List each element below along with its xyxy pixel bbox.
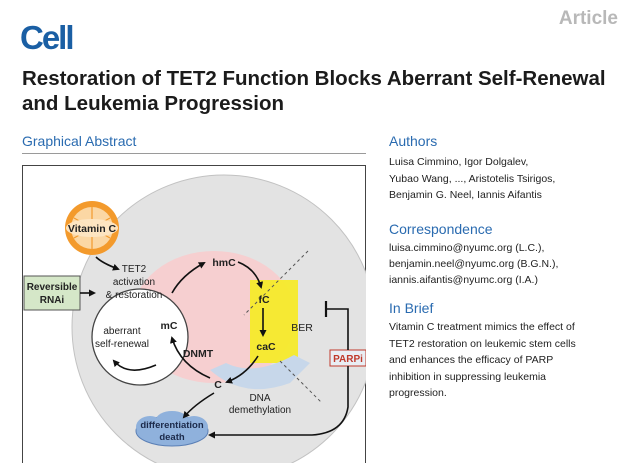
in-brief-line: progression. [389, 387, 447, 399]
section-divider [22, 153, 366, 154]
mc-label: mC [161, 320, 178, 332]
dnmt-label: DNMT [183, 348, 214, 360]
journal-logo: Cell [20, 19, 75, 56]
correspondence-list: luisa.cimmino@nyumc.org (L.C.), benjamin… [389, 240, 629, 288]
parpi-to-differentiation-arrow [208, 366, 349, 439]
c-label: C [214, 379, 222, 391]
author-line: Benjamin G. Neel, Iannis Aifantis [389, 189, 542, 201]
dashed-divider [279, 360, 323, 404]
reversible-rnai-label: RNAi [40, 295, 65, 306]
reversible-rnai-label: Reversible [27, 282, 78, 293]
vitamin-c-arrow [95, 256, 120, 271]
in-brief-line: Vitamin C treatment mimics the effect of [389, 321, 575, 333]
ber-label: BER [291, 322, 313, 334]
dna-demethylation-label: demethylation [229, 405, 291, 416]
cac-to-c-arrow [225, 355, 259, 384]
tet2-label: TET2 [122, 264, 147, 275]
c-to-differentiation-arrow [182, 392, 215, 419]
cac-label: caC [256, 341, 276, 353]
author-line: Yubao Wang, ..., Aristotelis Tsirigos, [389, 172, 556, 185]
hmc-label: hmC [212, 257, 236, 269]
hmc-to-fc-arrow [237, 261, 264, 289]
authors-list: Luisa Cimmino, Igor Dolgalev, Yubao Wang… [389, 154, 629, 204]
paper-title: Restoration of TET2 Function Blocks Aber… [22, 67, 606, 115]
in-brief-line: inhibition in suppressing leukemia [389, 370, 547, 383]
authors-heading: Authors [389, 133, 438, 149]
in-brief-heading: In Brief [389, 300, 434, 316]
dna-demethylation-label: DNA [249, 393, 270, 404]
correspondence-email[interactable]: benjamin.neel@nyumc.org (B.G.N.), [389, 258, 559, 270]
oxidation-band [250, 280, 298, 363]
tet2-to-hmc-arrow [171, 262, 206, 294]
correspondence-email[interactable]: iannis.aifantis@nyumc.org (I.A.) [389, 274, 538, 286]
differentiation-cloud [135, 411, 209, 447]
correspondence-heading: Correspondence [389, 221, 493, 237]
aberrant-label: aberrant [103, 326, 140, 337]
correspondence-email[interactable]: luisa.cimmino@nyumc.org (L.C.), [389, 242, 545, 254]
tet2-label: activation [113, 277, 155, 288]
self-renewal-loop-arrow [112, 359, 157, 371]
author-line: Luisa Cimmino, Igor Dolgalev, [389, 156, 529, 168]
article-type-label: Article [558, 8, 618, 29]
differentiation-label: differentiation [140, 420, 204, 431]
demethylation-region [210, 355, 310, 390]
aberrant-label: self-renewal [95, 339, 149, 350]
graphical-abstract-heading: Graphical Abstract [22, 133, 137, 149]
dnmt-arrow [170, 336, 211, 379]
in-brief-line: TET2 restoration on leukemic stem cells [389, 337, 576, 350]
tet2-label: & restoration [106, 290, 163, 301]
fc-label: fC [258, 294, 269, 306]
graphical-abstract-figure: Vitamin C Reversible RNAi TET2 activatio… [23, 174, 366, 463]
in-brief-line: and enhances the efficacy of PARP [389, 354, 554, 366]
differentiation-label: death [159, 432, 185, 443]
vitamin-c-orange [65, 201, 119, 255]
reversible-rnai-box [23, 275, 81, 311]
self-renewal-circle [91, 288, 189, 386]
vitamin-c-label: Vitamin C [68, 223, 117, 235]
parpi-label: PARPi [333, 354, 363, 365]
parpi-inhibition [326, 308, 349, 350]
in-brief-text: Vitamin C treatment mimics the effect of… [389, 319, 629, 402]
